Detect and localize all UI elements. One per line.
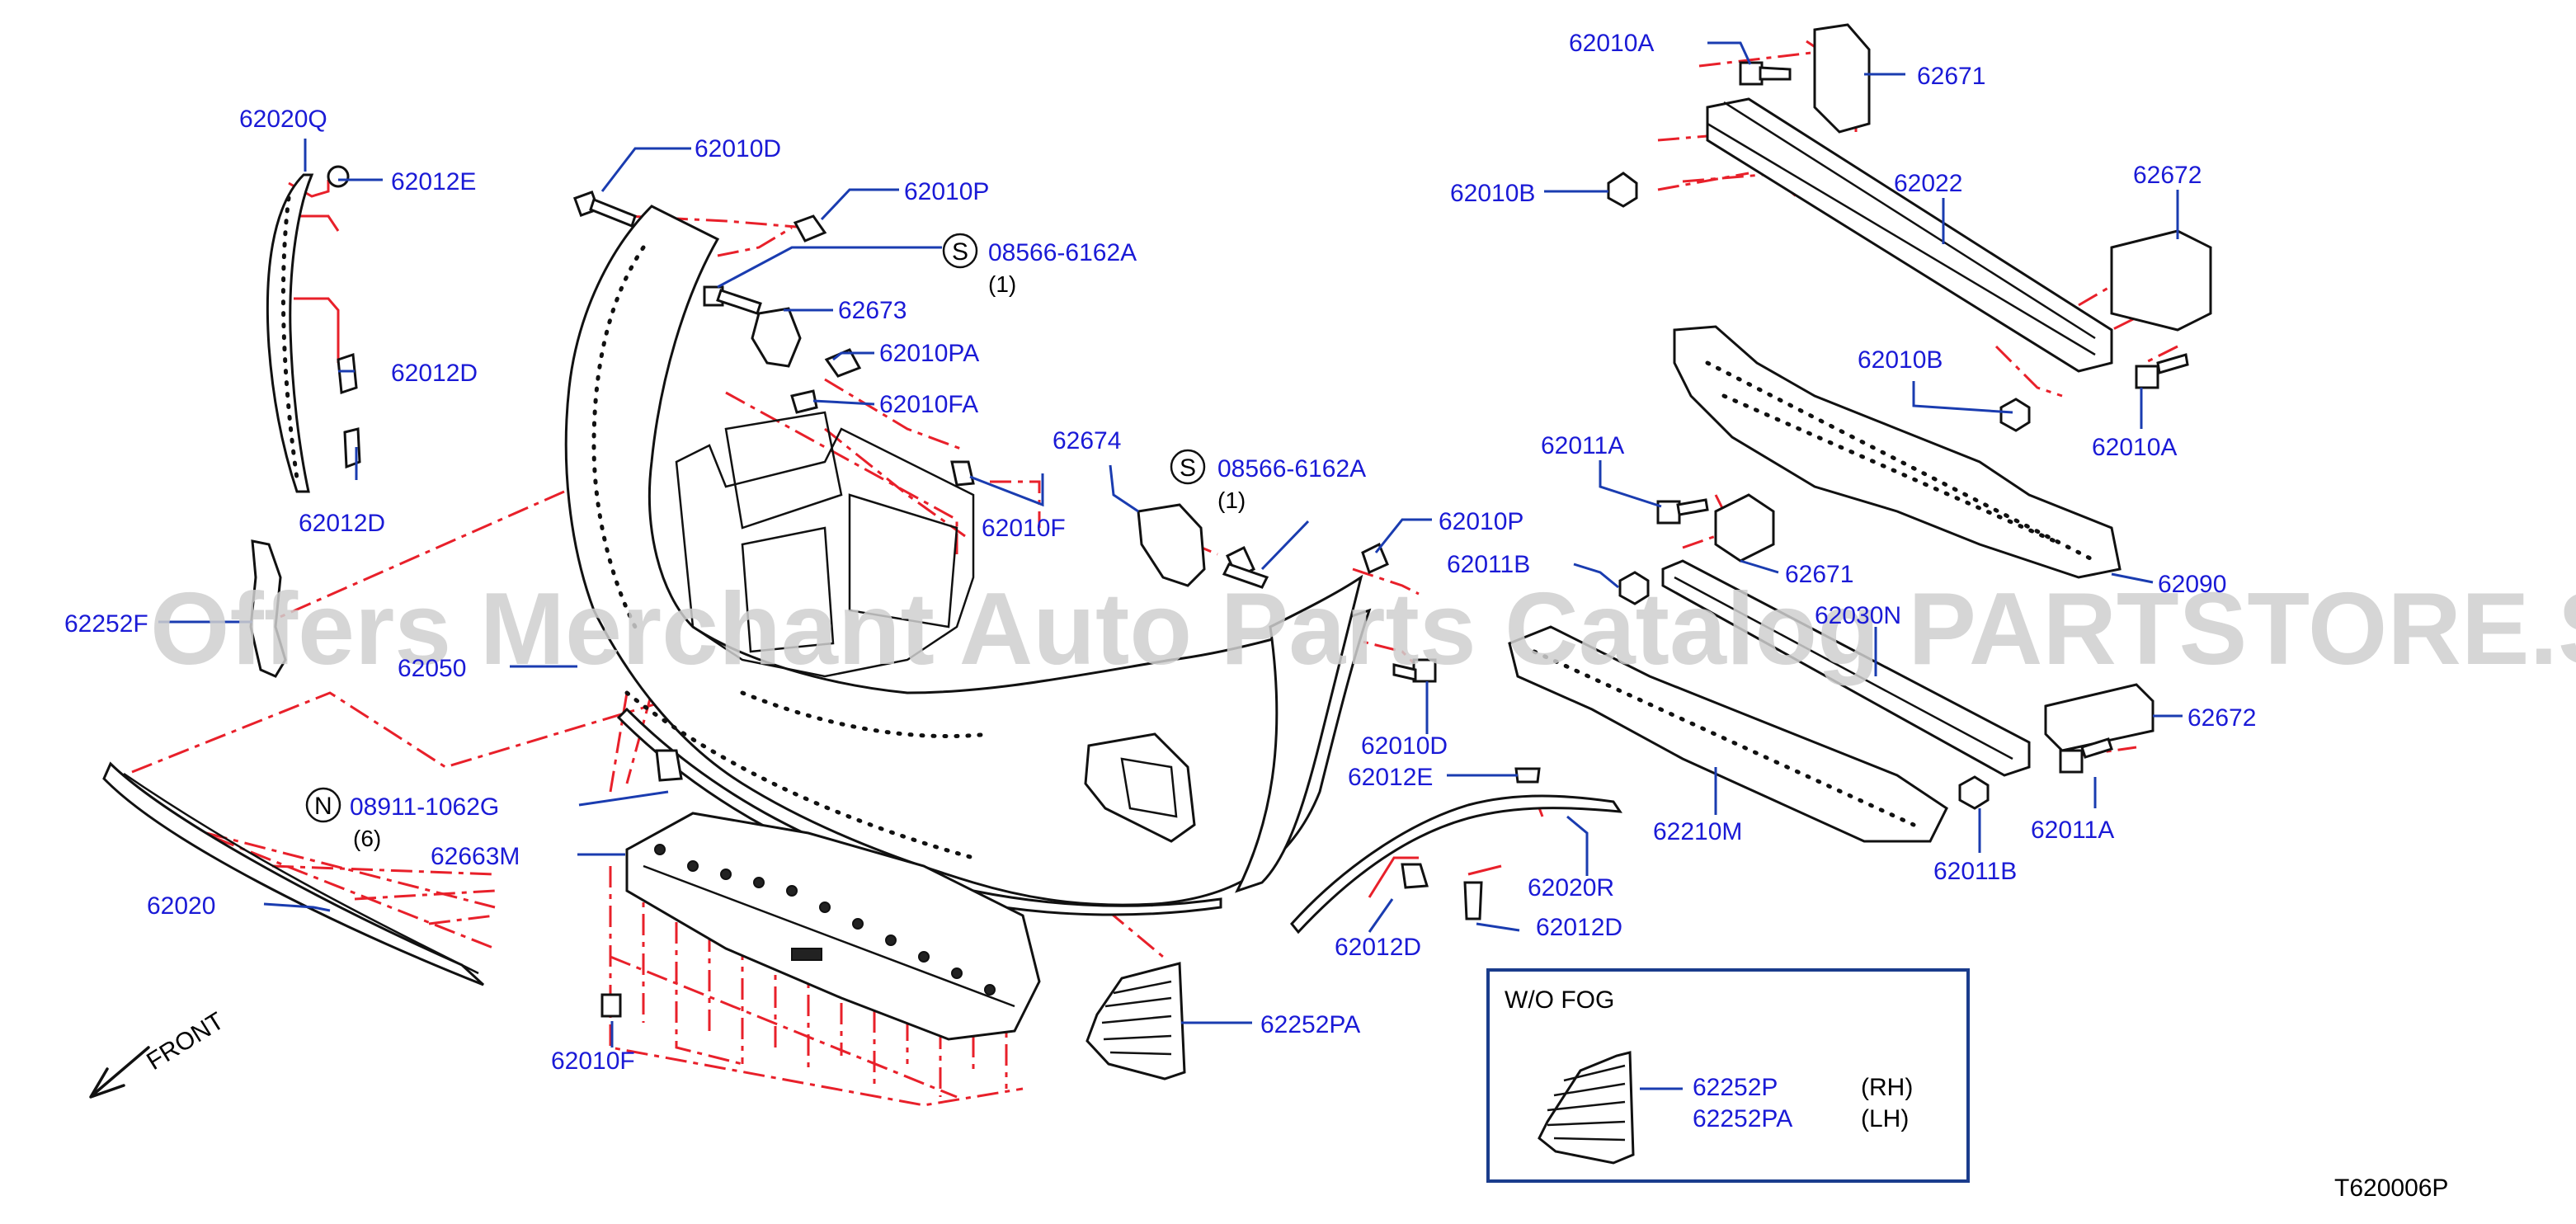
bracket-62672-lower xyxy=(2044,683,2155,752)
label-62010P[interactable]: 62010P xyxy=(904,178,989,205)
bracket-62671-upper xyxy=(1813,23,1871,134)
label-62011B[interactable]: 62011B xyxy=(1933,858,2017,885)
side-garnish-left xyxy=(266,173,314,493)
leader-lines xyxy=(158,41,2183,1047)
label-62050[interactable]: 62050 xyxy=(398,655,466,682)
front-direction-arrow xyxy=(89,1046,150,1099)
label-62030N[interactable]: 62030N xyxy=(1815,602,1901,629)
label-62010A[interactable]: 62010A xyxy=(1569,30,1654,57)
label-62672[interactable]: 62672 xyxy=(2133,162,2202,189)
part-labels: 62020Q 62012E 62012D 62012D 62252F 62050… xyxy=(64,30,2256,1075)
bracket-62673 xyxy=(751,307,802,368)
label-62011A[interactable]: 62011A xyxy=(1541,432,1624,459)
qty-08566-6162A: (1) xyxy=(988,271,1016,297)
label-62663M[interactable]: 62663M xyxy=(431,843,520,870)
label-62671[interactable]: 62671 xyxy=(1917,63,1985,90)
bracket-62674 xyxy=(1137,503,1206,587)
label-62020R[interactable]: 62020R xyxy=(1528,874,1614,902)
n-mark-circle xyxy=(305,787,341,823)
front-label: FRONT xyxy=(142,1007,228,1076)
label-08911-1062G[interactable]: 08911-1062G xyxy=(350,793,499,821)
label-62010FA[interactable]: 62010FA xyxy=(879,391,978,418)
label-08566-6162A[interactable]: 08566-6162A xyxy=(988,239,1137,266)
bracket-62671-lower xyxy=(1714,493,1775,563)
fog-lamp-cover-lh xyxy=(1085,962,1186,1080)
inset-side-rh: (RH) xyxy=(1861,1074,1913,1101)
lower-reinforcement xyxy=(1661,559,2031,777)
label-62012E[interactable]: 62012E xyxy=(1348,764,1433,791)
label-62671[interactable]: 62671 xyxy=(1785,561,1853,588)
diagram-code: T620006P xyxy=(2334,1175,2448,1202)
fasteners xyxy=(327,165,1541,1018)
label-08566-6162A[interactable]: 08566-6162A xyxy=(1217,455,1366,483)
label-62010A[interactable]: 62010A xyxy=(2092,434,2177,461)
label-62012D[interactable]: 62012D xyxy=(1536,914,1622,941)
side-garnish-right xyxy=(1290,794,1622,934)
s-mark: S xyxy=(1180,454,1196,482)
s-mark-circle xyxy=(1170,449,1206,485)
label-62252F[interactable]: 62252F xyxy=(64,610,148,638)
label-62010D[interactable]: 62010D xyxy=(1361,732,1448,760)
label-62010F[interactable]: 62010F xyxy=(551,1047,635,1075)
inset-title: W/O FOG xyxy=(1505,986,1614,1014)
side-bracket-left xyxy=(249,539,287,678)
inset-without-fog: W/O FOG 62252P 62252PA (RH) (LH) xyxy=(1486,968,1970,1183)
label-62672[interactable]: 62672 xyxy=(2187,704,2256,732)
label-62010B[interactable]: 62010B xyxy=(1450,180,1535,207)
label-62012D[interactable]: 62012D xyxy=(391,360,478,387)
label-62011B[interactable]: 62011B xyxy=(1447,551,1530,578)
label-62020Q[interactable]: 62020Q xyxy=(239,106,327,133)
label-62252PA[interactable]: 62252PA xyxy=(1260,1011,1360,1038)
part-drawings xyxy=(89,23,2212,1099)
inset-label-lh[interactable]: 62252PA xyxy=(1693,1105,1792,1132)
label-62010D[interactable]: 62010D xyxy=(695,135,781,162)
label-62020[interactable]: 62020 xyxy=(147,892,215,920)
s-mark: S xyxy=(952,238,968,266)
label-62022[interactable]: 62022 xyxy=(1894,170,1962,197)
s-mark-circle xyxy=(942,233,978,269)
lower-energy-absorber xyxy=(1508,625,1948,843)
label-62012E[interactable]: 62012E xyxy=(391,168,476,195)
inset-side-lh: (LH) xyxy=(1861,1105,1909,1132)
qty-08566-6162A: (1) xyxy=(1217,487,1246,513)
label-62674[interactable]: 62674 xyxy=(1053,427,1121,454)
label-62673[interactable]: 62673 xyxy=(838,297,907,324)
label-62010P[interactable]: 62010P xyxy=(1439,508,1523,535)
watermark: Offers Merchant Auto Parts Catalog PARTS… xyxy=(150,572,2576,686)
lower-grille-strip xyxy=(102,761,485,986)
bracket-62672-upper xyxy=(2110,229,2212,332)
label-62010PA[interactable]: 62010PA xyxy=(879,340,979,367)
label-62210M[interactable]: 62210M xyxy=(1653,818,1742,845)
label-62012D[interactable]: 62012D xyxy=(299,510,385,537)
n-mark: N xyxy=(314,793,332,820)
qty-08911-1062G: (6) xyxy=(353,826,381,851)
inset-label-rh[interactable]: 62252P xyxy=(1693,1074,1778,1101)
fog-lamp-cover-icon xyxy=(1538,1051,1635,1165)
label-62090[interactable]: 62090 xyxy=(2158,571,2226,598)
label-62010F[interactable]: 62010F xyxy=(982,515,1066,542)
label-62011A[interactable]: 62011A xyxy=(2031,817,2114,844)
label-62010B[interactable]: 62010B xyxy=(1858,346,1943,374)
engine-under-cover xyxy=(625,812,1041,1041)
bumper-reinforcement xyxy=(1706,97,2113,373)
label-62012D[interactable]: 62012D xyxy=(1335,934,1421,961)
